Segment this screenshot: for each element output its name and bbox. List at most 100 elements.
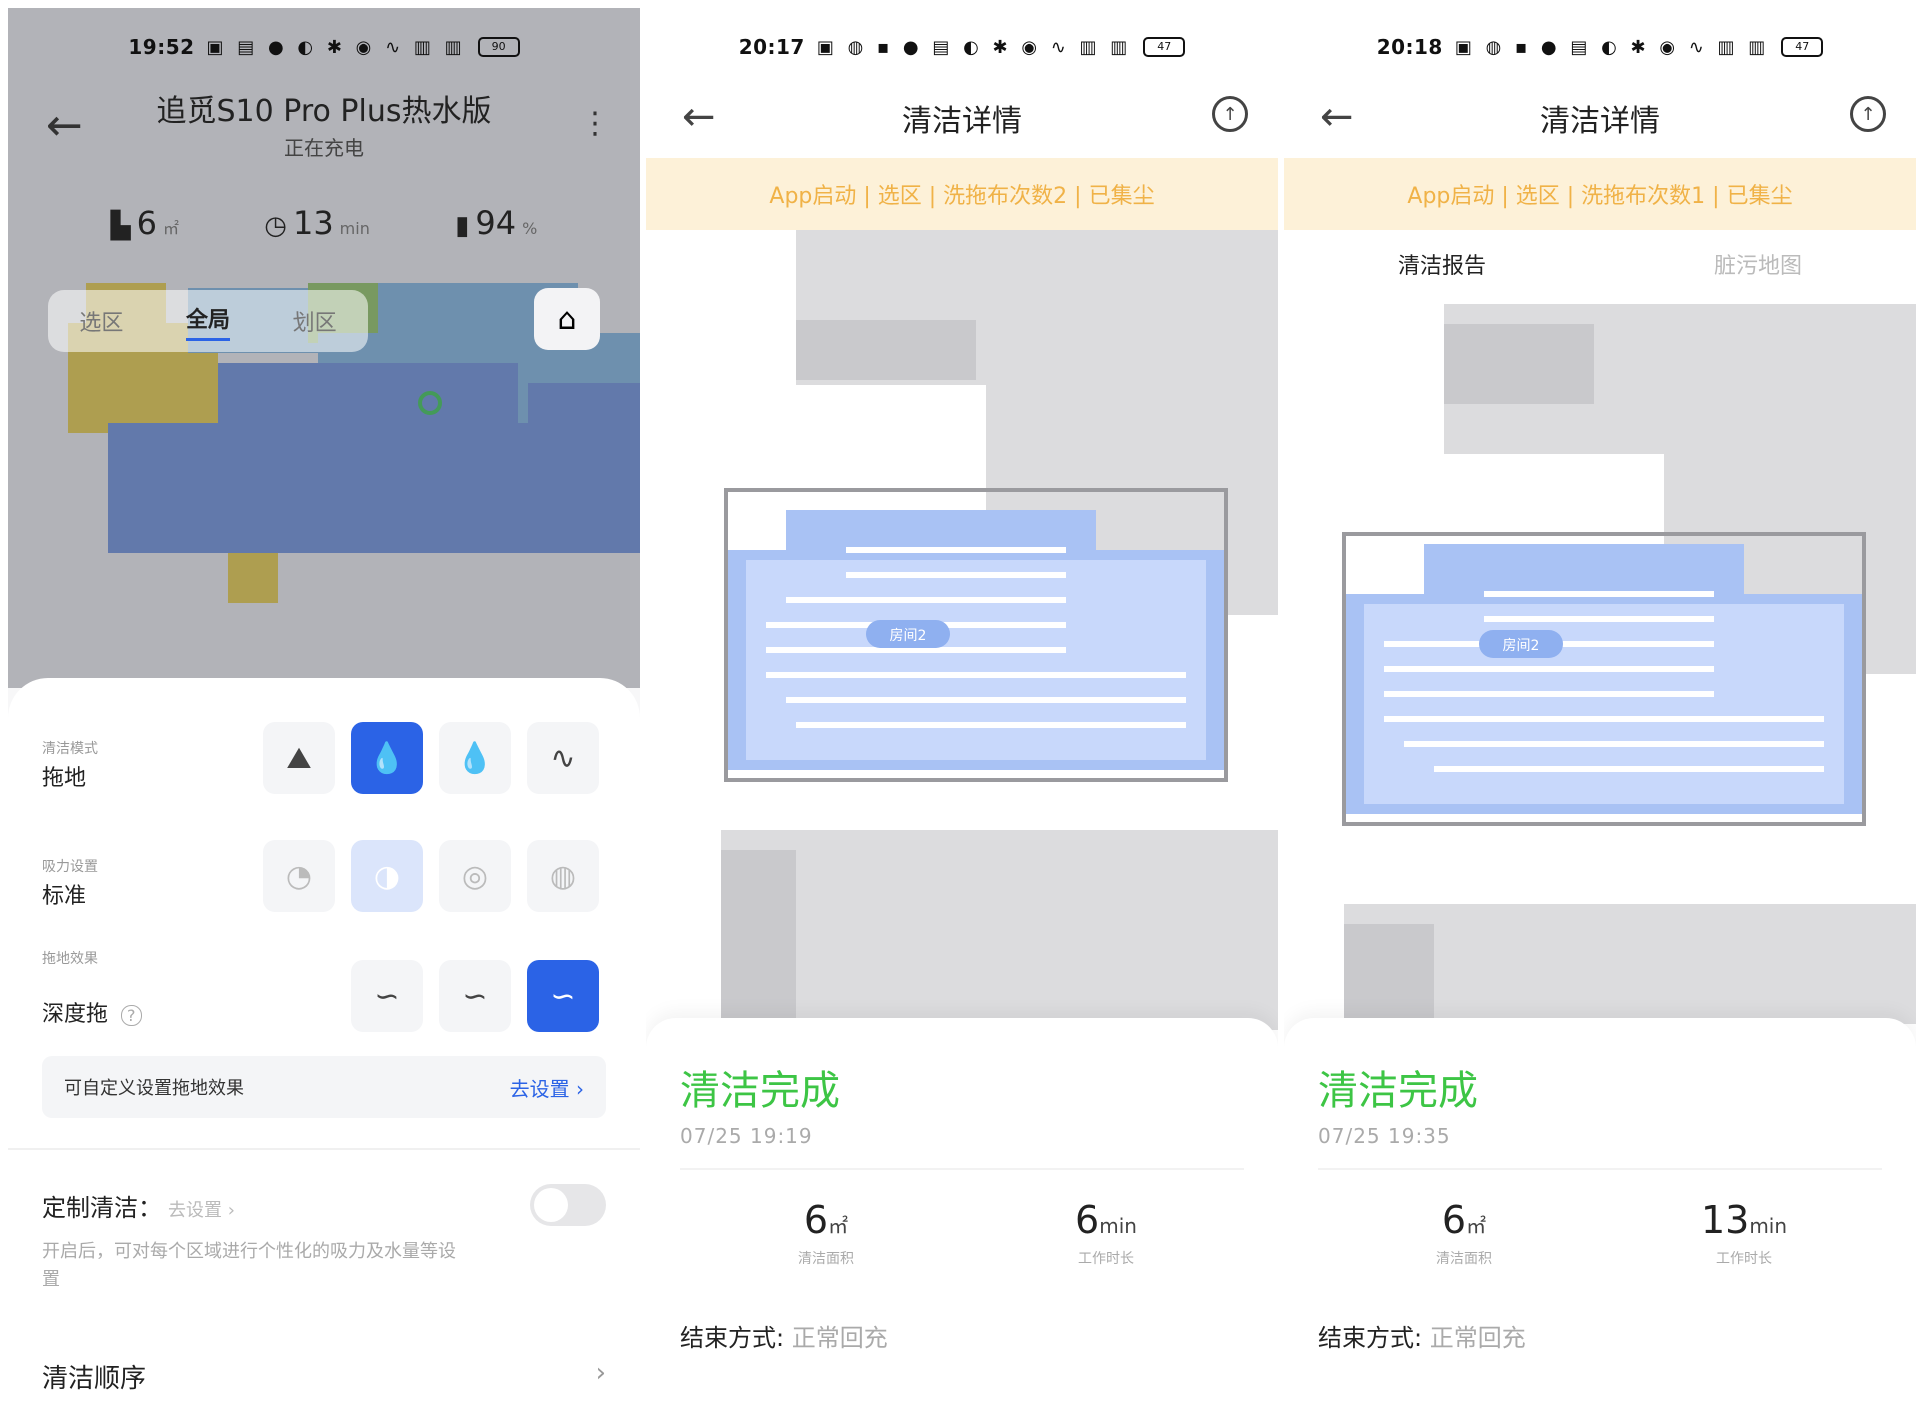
stat-time: ◷ 13 min	[264, 204, 370, 242]
area-label: 清洁面积	[1436, 1251, 1492, 1267]
stat-battery: ▮ 94 %	[455, 204, 537, 242]
result-card: 清洁完成 07/25 19:19 6㎡ 清洁面积 6 min 工作时长 结束方式:…	[646, 1018, 1278, 1416]
map-3d-icon[interactable]: ⌂	[534, 288, 600, 350]
back-arrow-icon[interactable]: ←	[1320, 94, 1354, 140]
status-time: 20:18	[1376, 35, 1443, 59]
mop-effect-label: 拖地效果	[42, 951, 98, 967]
clock-icon: ◷	[264, 211, 287, 241]
room-label: 房间2	[1503, 638, 1540, 654]
suction-quiet-icon[interactable]: ◔	[263, 840, 335, 912]
suction-max-icon[interactable]: ◍	[527, 840, 599, 912]
stats-row: ▙ 6 ㎡ ◷ 13 min ▮ 94 %	[8, 204, 640, 242]
status-icons: ▣ ◍ ▪ ● ▤ ◐ ✱ ◉ ∿ ▥ ▥	[1454, 36, 1770, 58]
clean-done-title: 清洁完成	[680, 1068, 840, 1114]
clean-info-banner: App启动 | 选区 | 洗拖布次数2 | 已集尘	[646, 158, 1278, 230]
end-method-label: 结束方式:	[1318, 1324, 1423, 1352]
mop-light-icon[interactable]: ∽	[351, 960, 423, 1032]
mop-standard-icon[interactable]: ∽	[439, 960, 511, 1032]
custom-clean-link[interactable]: 去设置 ›	[168, 1200, 235, 1221]
stat-area-value: 6	[136, 204, 157, 242]
report-tabs: 清洁报告 脏污地图	[1284, 248, 1916, 316]
end-method: 结束方式: 正常回充	[680, 1318, 888, 1353]
segment-select-area[interactable]: 选区	[79, 311, 124, 336]
duration-unit: min	[1749, 1214, 1788, 1238]
divider	[8, 1148, 640, 1150]
result-card: 清洁完成 07/25 19:35 6㎡ 清洁面积 13min 工作时长 结束方式…	[1284, 1018, 1916, 1416]
mop-effect-value: 深度拖	[42, 1002, 109, 1027]
tab-dirt-map[interactable]: 脏污地图	[1713, 254, 1802, 279]
mop-mode-icon[interactable]: 💧	[351, 722, 423, 794]
custom-clean-desc: 开启后，可对每个区域进行个性化的吸力及水量等设置	[42, 1241, 456, 1290]
area-value: 6	[803, 1198, 829, 1242]
go-settings-link[interactable]: 去设置 ›	[509, 1076, 584, 1101]
back-arrow-icon[interactable]: ←	[682, 94, 716, 140]
duration-unit: min	[1099, 1214, 1137, 1238]
screen-clean-detail-1: 20:17 ▣ ◍ ▪ ● ▤ ◐ ✱ ◉ ∿ ▥ ▥ 47 ← 清洁详情 ↑ …	[646, 8, 1278, 1416]
sweep-mode-icon[interactable]: ⛰	[263, 722, 335, 794]
end-method-label: 结束方式:	[680, 1324, 785, 1352]
segment-draw-area[interactable]: 划区	[292, 311, 337, 336]
custom-mode-icon[interactable]: ∿	[527, 722, 599, 794]
suction-strong-icon[interactable]: ◎	[439, 840, 511, 912]
settings-sheet	[8, 678, 640, 1416]
page-title: 清洁详情	[1540, 104, 1660, 139]
status-bar: 19:52 ▣ ▤ ● ◐ ✱ ◉ ∿ ▥ ▥ 90	[8, 30, 640, 64]
segment-global[interactable]: 全局	[185, 302, 230, 341]
clean-order-row[interactable]: 清洁顺序 ›	[42, 1358, 606, 1395]
end-method-value: 正常回充	[1429, 1324, 1526, 1352]
sweep-mop-mode-icon[interactable]: 💧	[439, 722, 511, 794]
status-bar: 20:18 ▣ ◍ ▪ ● ▤ ◐ ✱ ◉ ∿ ▥ ▥ 47	[1284, 30, 1916, 64]
mop-effect-row: 深度拖 ?	[42, 996, 142, 1028]
clean-date: 07/25 19:19	[680, 1124, 813, 1148]
clean-map[interactable]: 房间2	[646, 230, 1278, 1030]
status-bar: 20:17 ▣ ◍ ▪ ● ▤ ◐ ✱ ◉ ∿ ▥ ▥ 47	[646, 30, 1278, 64]
duration-label: 工作时长	[1078, 1251, 1134, 1267]
back-arrow-icon[interactable]: ←	[46, 100, 83, 151]
share-icon[interactable]: ↑	[1850, 96, 1886, 132]
clean-date: 07/25 19:35	[1318, 1124, 1451, 1148]
metric-duration: 13min 工作时长	[1644, 1198, 1844, 1268]
divider	[1318, 1168, 1882, 1170]
clean-order-label: 清洁顺序	[42, 1364, 147, 1394]
device-title: 追觅S10 Pro Plus热水版	[156, 94, 492, 129]
clean-map[interactable]: 房间2	[1284, 304, 1916, 1024]
more-icon[interactable]: ⋮	[580, 106, 610, 141]
battery-icon: 47	[1781, 37, 1824, 57]
stat-battery-unit: %	[522, 219, 538, 238]
tab-clean-report[interactable]: 清洁报告	[1398, 248, 1486, 316]
area-unit: ㎡	[828, 1214, 849, 1238]
hint-text: 可自定义设置拖地效果	[64, 1078, 244, 1099]
mop-custom-hint: 可自定义设置拖地效果 去设置 ›	[42, 1056, 606, 1118]
area-unit: ㎡	[1466, 1214, 1487, 1238]
help-icon[interactable]: ?	[121, 1005, 142, 1026]
end-method: 结束方式: 正常回充	[1318, 1318, 1526, 1353]
metric-area: 6㎡ 清洁面积	[1364, 1198, 1564, 1268]
custom-clean-toggle[interactable]	[530, 1184, 606, 1226]
stat-area: ▙ 6 ㎡	[111, 204, 179, 242]
device-status: 正在充电	[284, 136, 364, 160]
metric-area: 6㎡ 清洁面积	[726, 1198, 926, 1268]
status-icons: ▣ ◍ ▪ ● ▤ ◐ ✱ ◉ ∿ ▥ ▥	[816, 36, 1132, 58]
stat-time-unit: min	[339, 219, 370, 238]
divider	[680, 1168, 1244, 1170]
stat-area-unit: ㎡	[162, 219, 179, 238]
area-label: 清洁面积	[798, 1251, 854, 1267]
page-title: 清洁详情	[902, 104, 1022, 139]
clean-mode-value: 拖地	[42, 766, 87, 791]
suction-value: 标准	[42, 884, 87, 909]
clean-done-title: 清洁完成	[1318, 1068, 1478, 1114]
clean-mode-label: 清洁模式	[42, 741, 98, 757]
suction-label: 吸力设置	[42, 859, 98, 875]
battery-level-icon: ▮	[455, 211, 470, 241]
duration-value: 13	[1700, 1198, 1750, 1242]
area-icon: ▙	[110, 211, 131, 241]
stat-time-value: 13	[292, 204, 334, 242]
chevron-right-icon: ›	[595, 1358, 606, 1388]
suction-standard-icon[interactable]: ◑	[351, 840, 423, 912]
share-icon[interactable]: ↑	[1212, 96, 1248, 132]
screen-device-control: 19:52 ▣ ▤ ● ◐ ✱ ◉ ∿ ▥ ▥ 90 ← 追觅S10 Pro P…	[8, 8, 640, 1416]
custom-clean-title: 定制清洁：	[42, 1194, 162, 1222]
mop-deep-icon[interactable]: ∽	[527, 960, 599, 1032]
custom-clean-row: 定制清洁： 去设置 ›	[42, 1188, 235, 1223]
